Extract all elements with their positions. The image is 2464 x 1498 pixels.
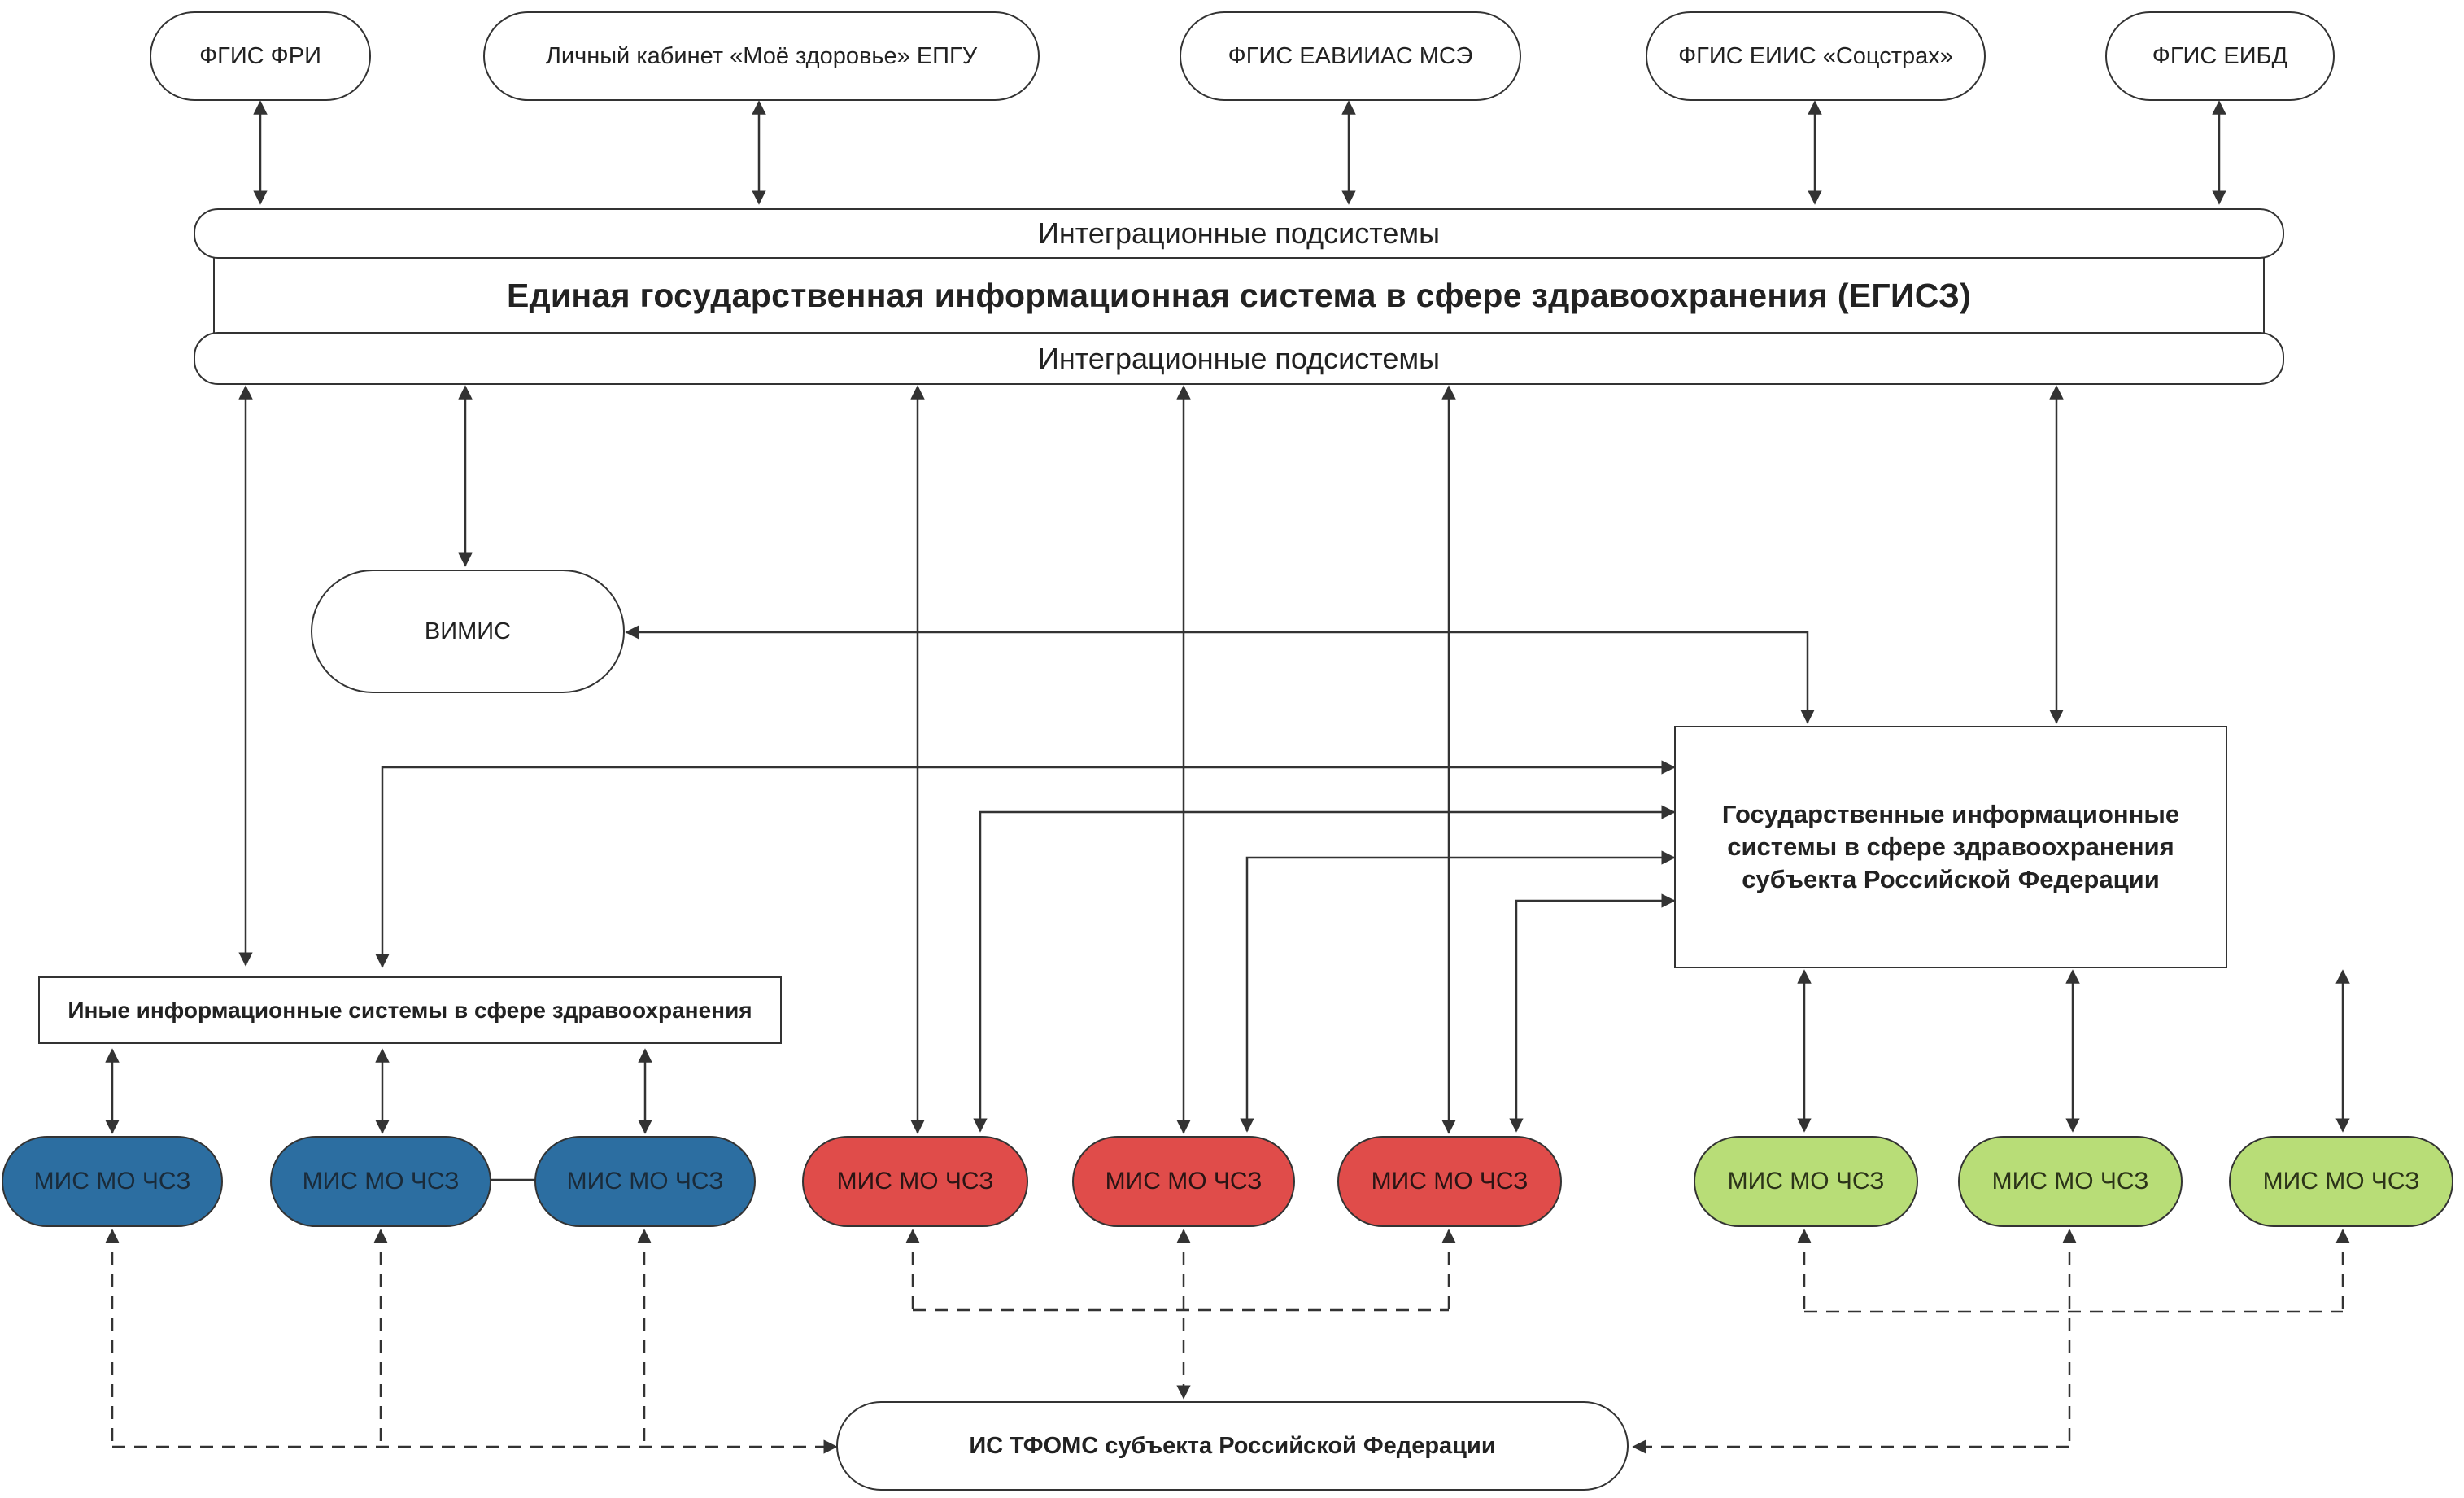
egisz-title: Единая государственная информационная си… bbox=[213, 255, 2265, 336]
mis-red-2: МИС МО ЧСЗ bbox=[1072, 1136, 1295, 1227]
node-fgis-eibd: ФГИС ЕИБД bbox=[2105, 11, 2335, 101]
node-tfoms: ИС ТФОМС субъекта Российской Федерации bbox=[836, 1401, 1629, 1491]
arrow-vimis-regional bbox=[625, 625, 1815, 724]
node-fgis-eaviias: ФГИС ЕАВИИАС МСЭ bbox=[1180, 11, 1521, 101]
egisz-integration-bottom: Интеграционные подсистемы bbox=[194, 332, 2284, 385]
node-regional-gis: Государственные информационные системы в… bbox=[1674, 726, 2227, 968]
mis-green-2: МИС МО ЧСЗ bbox=[1958, 1136, 2183, 1227]
arrow-red3-regional bbox=[1509, 893, 1676, 1133]
arrow-other-regional bbox=[375, 760, 1676, 968]
egisz-integration-top: Интеграционные подсистемы bbox=[194, 208, 2284, 259]
mis-blue-2: МИС МО ЧСЗ bbox=[270, 1136, 491, 1227]
mis-red-3: МИС МО ЧСЗ bbox=[1337, 1136, 1562, 1227]
node-fgis-eiis: ФГИС ЕИИС «Соцстрах» bbox=[1646, 11, 1986, 101]
arrow-red2-regional bbox=[1240, 850, 1676, 1133]
node-other-is: Иные информационные системы в сфере здра… bbox=[38, 976, 782, 1044]
mis-blue-1: МИС МО ЧСЗ bbox=[2, 1136, 223, 1227]
arrow-red1-regional bbox=[973, 805, 1676, 1133]
node-lk-moe-zdorovie: Личный кабинет «Моё здоровье» ЕПГУ bbox=[483, 11, 1040, 101]
mis-green-3: МИС МО ЧСЗ bbox=[2229, 1136, 2453, 1227]
mis-green-1: МИС МО ЧСЗ bbox=[1694, 1136, 1918, 1227]
node-vimis: ВИМИС bbox=[311, 570, 625, 693]
node-fgis-fri: ФГИС ФРИ bbox=[150, 11, 371, 101]
mis-blue-3: МИС МО ЧСЗ bbox=[534, 1136, 756, 1227]
mis-red-1: МИС МО ЧСЗ bbox=[802, 1136, 1028, 1227]
